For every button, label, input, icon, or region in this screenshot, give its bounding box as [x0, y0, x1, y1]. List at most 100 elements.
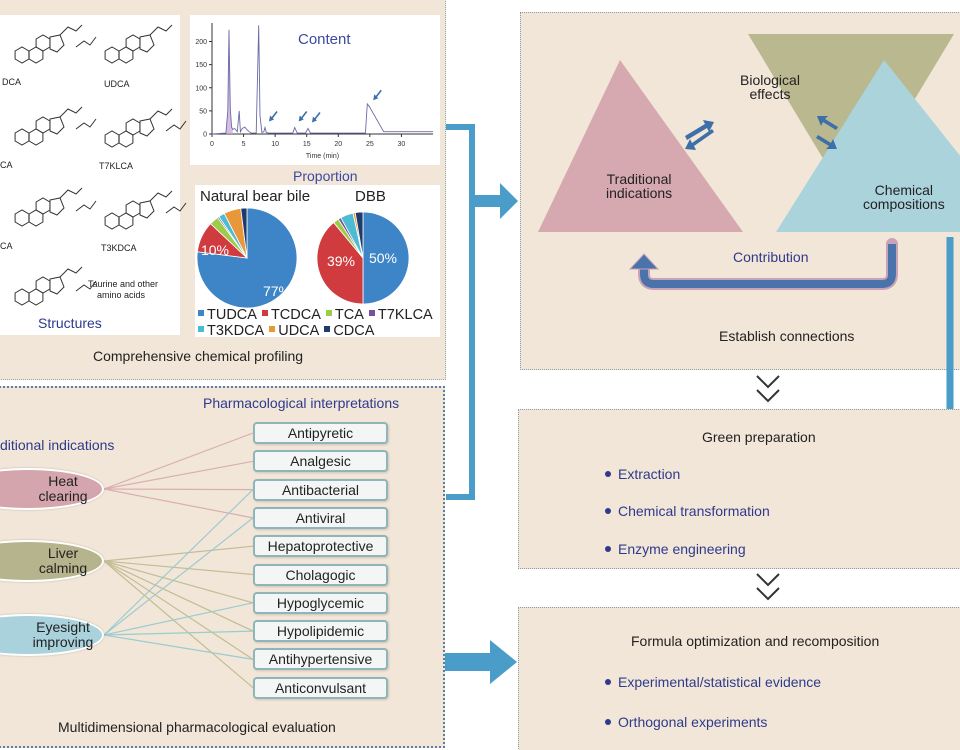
- y-tick-label: 50: [199, 108, 207, 115]
- arrow-right-icon: [472, 183, 518, 219]
- effect-box-antipyretic: Antipyretic: [253, 422, 388, 444]
- traditional-indications-title: ditional indications: [0, 437, 115, 453]
- pie-data-label: 10%: [201, 242, 229, 258]
- indication-effect-link: [103, 488, 254, 491]
- pie-slice-tcdca: [316, 221, 364, 305]
- contribution-arrow: [640, 244, 896, 288]
- exchange-arrow-icon: [685, 120, 714, 140]
- green-preparation-panel: [518, 409, 960, 569]
- pie-data-label: 39%: [327, 253, 355, 269]
- contribution-label: Contribution: [733, 249, 809, 265]
- pharmacology-caption: Multidimensional pharmacological evaluat…: [58, 719, 336, 735]
- arrow-up-icon: [628, 253, 660, 270]
- pie-title-dbb: DBB: [355, 188, 386, 205]
- x-tick-label: 10: [271, 141, 279, 148]
- legend-item: TCDCA: [261, 307, 321, 323]
- amino-acids-note-line2: amino acids: [97, 290, 146, 300]
- x-axis-label: Time (min): [306, 153, 339, 160]
- x-tick-label: 5: [242, 141, 246, 148]
- formula-item: Experimental/statistical evidence: [605, 674, 821, 690]
- legend-swatch: [261, 310, 268, 317]
- indication-effect-link: [103, 560, 254, 689]
- legend-label: CDCA: [333, 323, 375, 339]
- legend-label: T3KDCA: [207, 323, 265, 339]
- indication-effect-link: [103, 488, 254, 519]
- mol-label-t7klca: T7KLCA: [99, 161, 134, 171]
- legend-item: T7KLCA: [368, 307, 433, 323]
- indication-effect-links: [103, 432, 254, 689]
- peak-arrow-icon: [298, 111, 308, 122]
- taurine-tail: [75, 280, 97, 292]
- peak-fill: [225, 29, 233, 134]
- bullet-icon: [605, 679, 611, 686]
- legend-swatch: [269, 326, 276, 333]
- proportion-chart-card: Natural bear bile DBB 77%10%50%39% TUDCA…: [195, 185, 440, 339]
- indication-effect-link: [103, 602, 254, 636]
- green-item: Extraction: [605, 466, 680, 482]
- indication-effect-link: [103, 460, 254, 490]
- effect-box-analgesic: Analgesic: [253, 450, 388, 473]
- y-tick-label: 150: [195, 62, 207, 69]
- traditional-indications-triangle: [538, 60, 743, 232]
- chemical-compositions-triangle: [776, 60, 960, 232]
- proportion-title: Proportion: [293, 168, 358, 184]
- indication-effect-link: [103, 432, 254, 490]
- formula-item: Orthogonal experiments: [605, 714, 767, 730]
- legend-swatch: [325, 310, 332, 317]
- profiling-caption: Comprehensive chemical profiling: [93, 348, 304, 364]
- legend-swatch: [198, 326, 204, 333]
- green-item: Chemical transformation: [605, 503, 770, 519]
- amino-acids-note-line1: Taurine and other: [88, 279, 159, 289]
- x-tick-label: 0: [210, 141, 214, 148]
- traditional-indications-label: Traditional indications: [606, 171, 673, 201]
- effect-box-cholagogic: Cholagogic: [253, 563, 388, 586]
- y-tick-label: 0: [203, 132, 207, 139]
- steroid-skeleton: [104, 108, 173, 148]
- taurine-tail: [165, 202, 187, 214]
- effect-box-hypolipidemic: Hypolipidemic: [253, 620, 388, 643]
- pie-slice-cdca: [240, 207, 248, 259]
- legend-item: TCA: [325, 307, 364, 323]
- peak-arrow-icon: [373, 89, 382, 101]
- effect-box-hypoglycemic: Hypoglycemic: [253, 591, 388, 614]
- mol-label-ca-2: CA: [0, 241, 13, 251]
- formula-optimization-panel: [518, 607, 960, 750]
- peak-arrow-icon: [311, 111, 321, 123]
- connections-caption: Establish connections: [719, 328, 855, 344]
- indication-effect-link: [103, 560, 254, 604]
- pie-slice-tudca: [362, 211, 410, 305]
- legend-swatch: [324, 326, 331, 333]
- biological-effects-label: Biological effects: [740, 72, 800, 102]
- pharmacological-interpretations-title: Pharmacological interpretations: [203, 395, 400, 411]
- effect-box-antiviral: Antiviral: [253, 506, 388, 529]
- indication-effect-link: [103, 560, 254, 576]
- pie-slice-cdca: [354, 211, 364, 259]
- legend-item: UDCA: [269, 323, 319, 339]
- molecular-structures-drawing: [14, 24, 187, 306]
- exchange-arrow-icon: [817, 116, 838, 130]
- effect-box-antihypertensive: Antihypertensive: [253, 648, 388, 671]
- flow-bracket-arrow: [446, 124, 518, 500]
- content-title: Content: [298, 31, 351, 48]
- effect-box-hepatoprotective: Hepatoprotective: [253, 535, 388, 558]
- indication-effect-link: [103, 489, 254, 636]
- legend-label: TCDCA: [270, 307, 321, 323]
- pie-data-label: 77%: [263, 283, 291, 299]
- flow-bracket-line: [446, 124, 475, 500]
- formula-optimization-title: Formula optimization and recomposition: [631, 633, 880, 649]
- triangle-diagram: [538, 34, 960, 290]
- indication-effect-link: [103, 545, 254, 562]
- legend-label: TCA: [334, 307, 364, 323]
- pie-data-label: 50%: [369, 250, 397, 266]
- legend-label: TUDCA: [207, 307, 257, 323]
- chevron-down-icon: [756, 375, 780, 406]
- flow-arrow-line: [925, 237, 954, 435]
- x-tick-label: 20: [334, 141, 342, 148]
- arrow-right-icon: [445, 640, 517, 684]
